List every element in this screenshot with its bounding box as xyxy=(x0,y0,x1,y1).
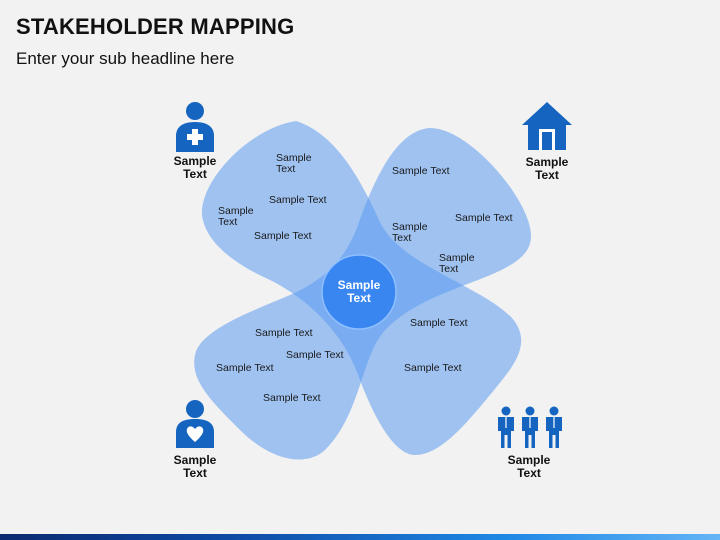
petal-bl-text-1: Sample Text xyxy=(255,327,313,339)
page-subtitle: Enter your sub headline here xyxy=(16,49,235,68)
corner-tr-label: Sample Text xyxy=(525,155,569,182)
center-label: Sample Text xyxy=(326,279,392,305)
petal-tl-text-2: Sample Text xyxy=(269,194,327,206)
petal-bl-text-4: Sample Text xyxy=(263,392,321,404)
corner-bl-label: Sample Text xyxy=(173,453,217,480)
petal-tl-text-3: Sample Text xyxy=(218,205,254,228)
corner-br-label: Sample Text xyxy=(507,453,551,480)
corner-tl-label: Sample Text xyxy=(173,154,217,181)
center-label-text: Sample Text xyxy=(337,278,381,305)
petal-tr-text-2: Sample Text xyxy=(455,212,513,224)
petal-br-text-1: Sample Text xyxy=(410,317,468,329)
footer-bar xyxy=(0,534,720,540)
heart-person-icon xyxy=(176,400,214,448)
petal-bl-text-2: Sample Text xyxy=(286,349,344,361)
house-icon xyxy=(522,102,572,150)
center-circle xyxy=(321,254,397,330)
group-people-icon xyxy=(498,406,562,448)
petal-tr-text-1: Sample Text xyxy=(392,165,450,177)
petal-tl-text-4: Sample Text xyxy=(254,230,312,242)
petal-tr-text-3: Sample Text xyxy=(392,221,428,244)
petal-tr-text-4: Sample Text xyxy=(439,252,475,275)
petal-tl-text-1: Sample Text xyxy=(276,152,312,175)
page-title: STAKEHOLDER MAPPING xyxy=(16,14,295,39)
medical-person-icon xyxy=(176,102,214,152)
petal-br-text-2: Sample Text xyxy=(404,362,462,374)
petal-bl-text-3: Sample Text xyxy=(216,362,274,374)
